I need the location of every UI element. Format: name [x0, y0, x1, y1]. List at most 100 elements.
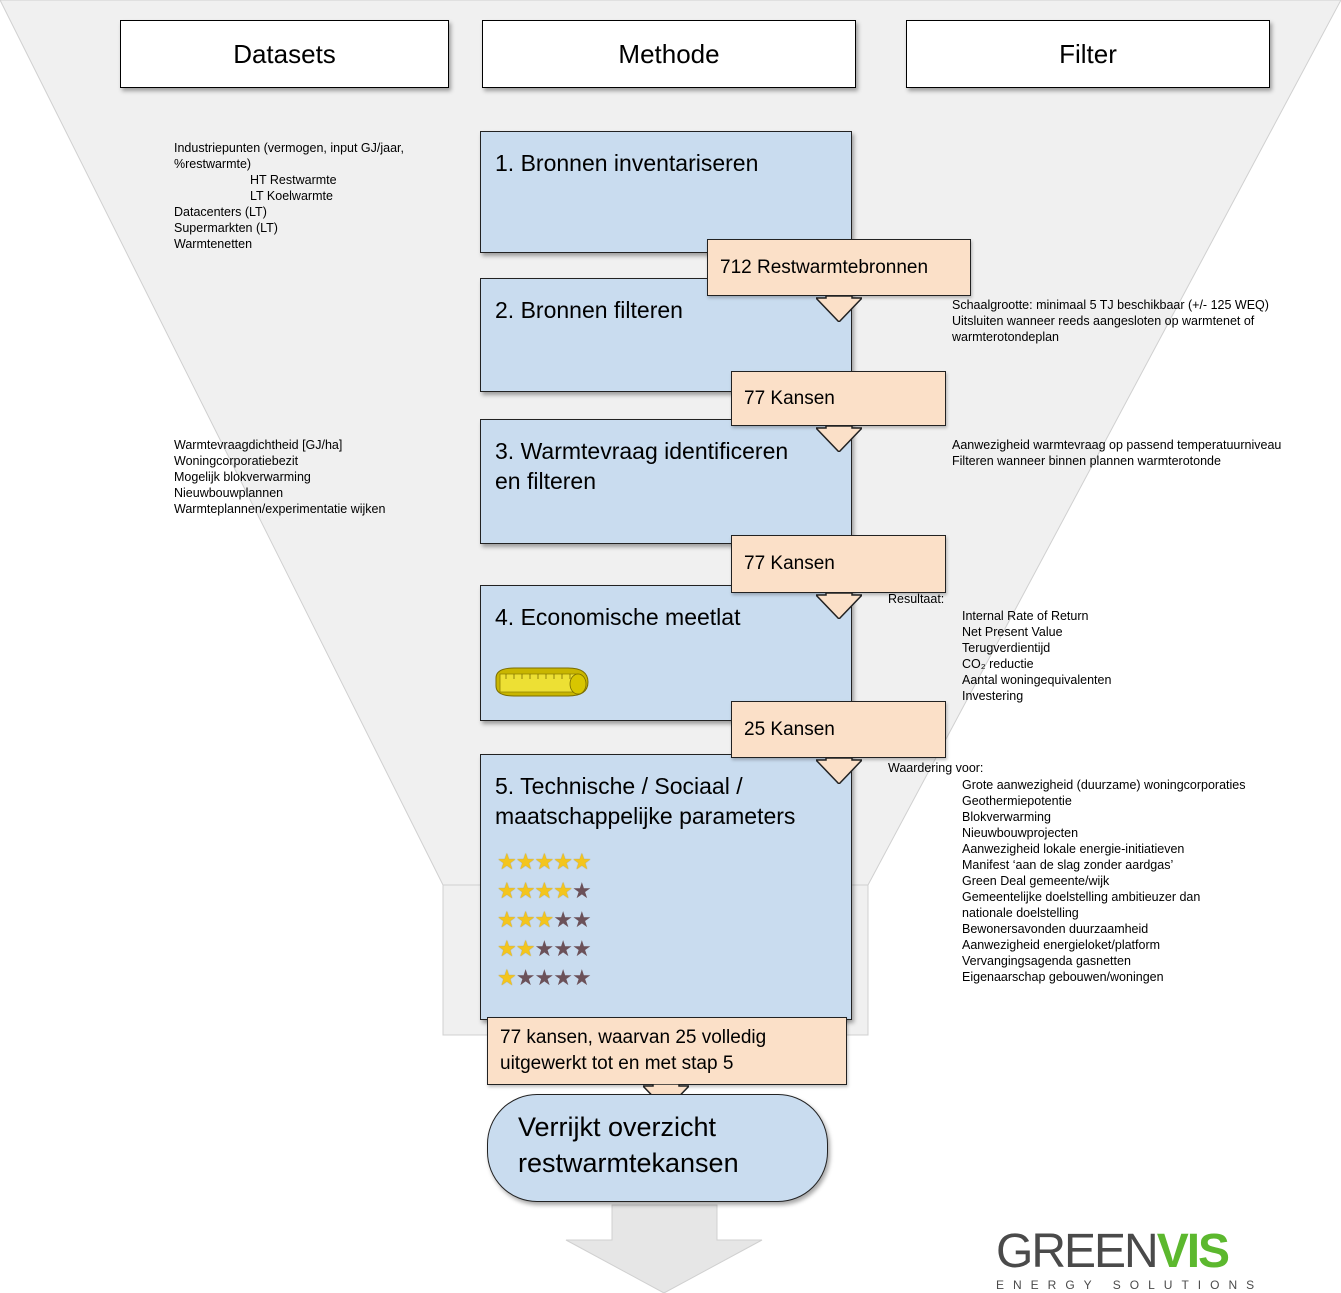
list-item: Aanwezigheid energieloket/platform [910, 937, 1250, 953]
list-item: Grote aanwezigheid (duurzame) woningcorp… [910, 777, 1250, 793]
star-filled-icon: ★ [553, 878, 573, 903]
list-item-text: Manifest ‘aan de slag zonder aardgas’ [962, 858, 1174, 872]
star-rating-row: ★★★★★ [497, 877, 592, 905]
star-empty-icon: ★ [534, 936, 554, 961]
list-item-text: Grote aanwezigheid (duurzame) woningcorp… [962, 778, 1246, 792]
tag-kansen-3: 25 Kansen [731, 701, 946, 758]
star-empty-icon: ★ [534, 965, 554, 990]
tape-measure-icon [495, 667, 589, 697]
list-item-text: Bewonersavonden duurzaamheid [962, 922, 1149, 936]
star-empty-icon: ★ [553, 965, 573, 990]
list-item-text: Aanwezigheid warmtevraag op passend temp… [952, 438, 1282, 452]
star-filled-icon: ★ [534, 907, 554, 932]
step-4-box: 4. Economische meetlat [480, 585, 852, 721]
list-item: Investering [910, 688, 1250, 704]
list-item-text: Eigenaarschap gebouwen/woningen [962, 970, 1164, 984]
list-item-text: Net Present Value [962, 625, 1063, 639]
arrow-down-icon [816, 758, 862, 784]
list-item-text: Filteren wanneer binnen plannen warmtero… [952, 454, 1221, 468]
star-empty-icon: ★ [515, 965, 536, 990]
list-item-text: Gemeentelijke doelstelling ambitieuzer d… [962, 890, 1201, 920]
list-item: Schaalgrootte: minimaal 5 TJ beschikbaar… [900, 297, 1300, 313]
star-filled-icon: ★ [515, 849, 536, 874]
arrow-down-icon [816, 593, 862, 619]
list-item: Mogelijk blokverwarming [122, 469, 442, 485]
filter-list-step3: Aanwezigheid warmtevraag op passend temp… [900, 437, 1300, 469]
star-rating-row: ★★★★★ [497, 906, 592, 934]
list-item: Net Present Value [910, 624, 1250, 640]
logo-subtitle: ENERGY SOLUTIONS [996, 1278, 1264, 1292]
step-1-box: 1. Bronnen inventariseren [480, 131, 852, 253]
star-empty-icon: ★ [571, 936, 592, 961]
list-item-text: Aanwezigheid energieloket/platform [962, 938, 1161, 952]
list-item: Aantal woningequivalenten [910, 672, 1250, 688]
list-item: Warmteplannen/experimentatie wijken [122, 501, 442, 517]
list-item-text: Blokverwarming [962, 810, 1051, 824]
list-item: HT Restwarmte [122, 172, 412, 188]
star-empty-icon: ★ [571, 878, 592, 903]
list-item: Terugverdientijd [910, 640, 1250, 656]
list-item: Aanwezigheid warmtevraag op passend temp… [900, 437, 1300, 453]
tag-bronnen-count: 712 Restwarmtebronnen [707, 239, 971, 296]
star-filled-icon: ★ [515, 878, 536, 903]
filter-list-step5: Grote aanwezigheid (duurzame) woningcorp… [910, 777, 1250, 985]
list-item-text: Aanwezigheid lokale energie-initiatieven [962, 842, 1185, 856]
list-item: Gemeentelijke doelstelling ambitieuzer d… [910, 889, 1250, 921]
logo-green-text: GREEN [996, 1225, 1159, 1278]
header-datasets: Datasets [120, 20, 449, 88]
filter-5-heading: Waardering voor: [888, 761, 984, 775]
star-empty-icon: ★ [571, 907, 592, 932]
result-box: Verrijkt overzicht restwarmtekansen [487, 1094, 828, 1202]
arrow-down-icon [816, 426, 862, 452]
list-item-text: Schaalgrootte: minimaal 5 TJ beschikbaar… [952, 298, 1269, 312]
star-filled-icon: ★ [571, 849, 592, 874]
list-item: Nieuwbouwprojecten [910, 825, 1250, 841]
list-item-text: LT Koelwarmte [250, 189, 333, 203]
logo-vis-text: VIS [1156, 1225, 1230, 1278]
list-item: Geothermiepotentie [910, 793, 1250, 809]
list-item: Uitsluiten wanneer reeds aangesloten op … [900, 313, 1300, 345]
star-filled-icon: ★ [497, 936, 517, 961]
list-item-text: Investering [962, 689, 1024, 703]
star-filled-icon: ★ [497, 907, 517, 932]
list-item-text: Datacenters (LT) [174, 205, 267, 219]
step-3-box: 3. Warmtevraag identificeren en filteren [480, 419, 852, 544]
list-item-text: Industriepunten (vermogen, input GJ/jaar… [174, 141, 404, 171]
star-filled-icon: ★ [515, 907, 536, 932]
list-item-text: HT Restwarmte [250, 173, 337, 187]
tag-kansen-1: 77 Kansen [731, 371, 946, 426]
star-empty-icon: ★ [571, 965, 592, 990]
list-item-text: Mogelijk blokverwarming [174, 470, 311, 484]
step-5-box: 5. Technische / Sociaal / maatschappelij… [480, 754, 852, 1020]
list-item-text: Woningcorporatiebezit [174, 454, 299, 468]
list-item-text: Terugverdientijd [962, 641, 1051, 655]
star-filled-icon: ★ [534, 849, 554, 874]
list-item: Bewonersavonden duurzaamheid [910, 921, 1250, 937]
star-empty-icon: ★ [553, 936, 573, 961]
list-item: LT Koelwarmte [122, 188, 412, 204]
output-arrow [565, 1204, 763, 1293]
star-rating-row: ★★★★★ [497, 935, 592, 963]
list-item-text: Internal Rate of Return [962, 609, 1089, 623]
header-methode: Methode [482, 20, 856, 88]
list-item: Nieuwbouwplannen [122, 485, 442, 501]
list-item-text: Warmtenetten [174, 237, 253, 251]
filter-4-heading: Resultaat: [888, 592, 945, 606]
star-filled-icon: ★ [515, 936, 536, 961]
list-item-text: Warmteplannen/experimentatie wijken [174, 502, 386, 516]
list-item-text: Geothermiepotentie [962, 794, 1072, 808]
list-item-text: Nieuwbouwprojecten [962, 826, 1079, 840]
list-item: Aanwezigheid lokale energie-initiatieven [910, 841, 1250, 857]
star-filled-icon: ★ [497, 965, 517, 990]
list-item: Industriepunten (vermogen, input GJ/jaar… [122, 140, 412, 172]
star-rating-row: ★★★★★ [497, 848, 592, 876]
list-item: Internal Rate of Return [910, 608, 1250, 624]
list-item: Woningcorporatiebezit [122, 453, 442, 469]
list-item-text: Aantal woningequivalenten [962, 673, 1112, 687]
star-empty-icon: ★ [553, 907, 573, 932]
list-item-text: Vervangingsagenda gasnetten [962, 954, 1131, 968]
star-filled-icon: ★ [497, 849, 517, 874]
list-item-text: Green Deal gemeente/wijk [962, 874, 1110, 888]
list-item-text: Uitsluiten wanneer reeds aangesloten op … [952, 314, 1255, 344]
